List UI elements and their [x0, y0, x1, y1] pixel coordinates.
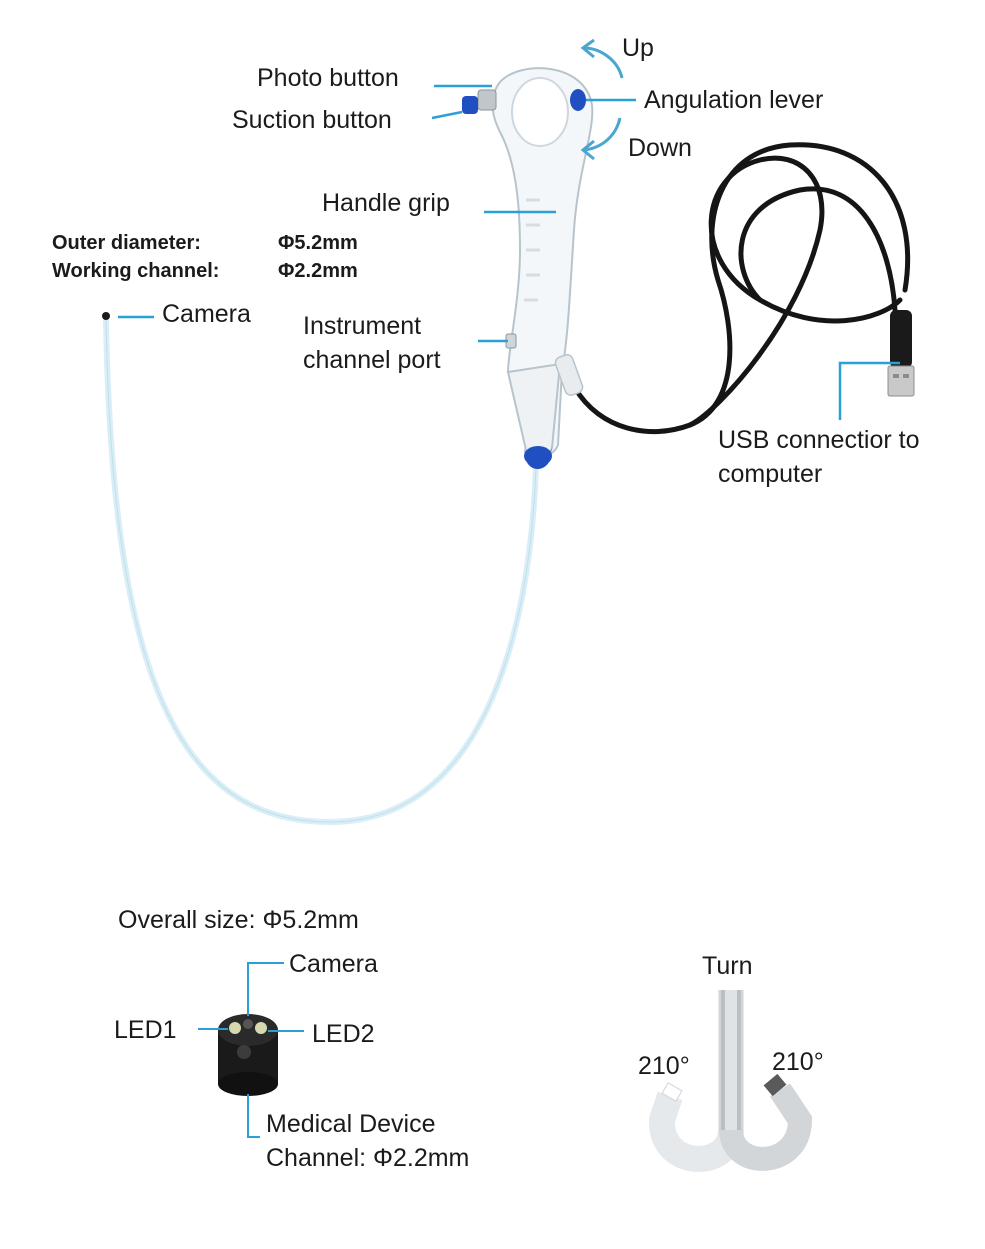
instrument-port-label-1: Instrument: [303, 312, 422, 340]
handle-grip-label: Handle grip: [322, 189, 450, 217]
left-angle-label: 210°: [638, 1052, 690, 1080]
camera-tip: [102, 312, 110, 320]
usb-label-1: USB connectior to: [718, 426, 920, 454]
usb-cable: [572, 142, 911, 434]
outer-diameter-label: Outer diameter:: [52, 232, 201, 254]
handle-body: [491, 67, 594, 469]
angulation-lever-part: [570, 89, 586, 111]
suction-button-label: Suction button: [232, 106, 392, 134]
working-channel-label: Working channel:: [52, 260, 220, 282]
photo-button-label: Photo button: [257, 64, 399, 92]
channel-label-2: Channel: Φ2.2mm: [266, 1144, 470, 1172]
suction-button-part: [462, 96, 478, 114]
up-arrow: [583, 46, 624, 79]
angulation-lever-label: Angulation lever: [644, 86, 824, 114]
instrument-port-label-2: channel port: [303, 346, 441, 374]
right-angle-label: 210°: [772, 1048, 824, 1076]
led2-label: LED2: [312, 1020, 375, 1048]
usb-plug: [887, 310, 915, 397]
working-channel-spec: Working channel: Φ2.2mm: [52, 258, 358, 284]
tip-camera-label: Camera: [289, 950, 378, 978]
camera-label: Camera: [162, 300, 251, 328]
photo-button-part: [477, 89, 497, 111]
led1-label: LED1: [114, 1016, 177, 1044]
down-label: Down: [628, 134, 692, 162]
outer-diameter-spec: Outer diameter: Φ5.2mm: [52, 230, 358, 256]
up-label: Up: [622, 34, 654, 62]
turn-title: Turn: [702, 952, 753, 980]
insertion-tube: [103, 315, 539, 826]
overall-size-label: Overall size: Φ5.2mm: [118, 906, 359, 934]
turn-illustration: [649, 990, 813, 1172]
tip-closeup: [218, 1014, 278, 1096]
working-channel-value: Φ2.2mm: [278, 260, 358, 282]
callout-lines: [118, 84, 900, 420]
channel-label-1: Medical Device: [266, 1110, 436, 1138]
outer-diameter-value: Φ5.2mm: [278, 232, 358, 254]
down-arrow: [583, 117, 622, 152]
usb-label-2: computer: [718, 460, 823, 488]
tip-callouts: [198, 962, 304, 1138]
